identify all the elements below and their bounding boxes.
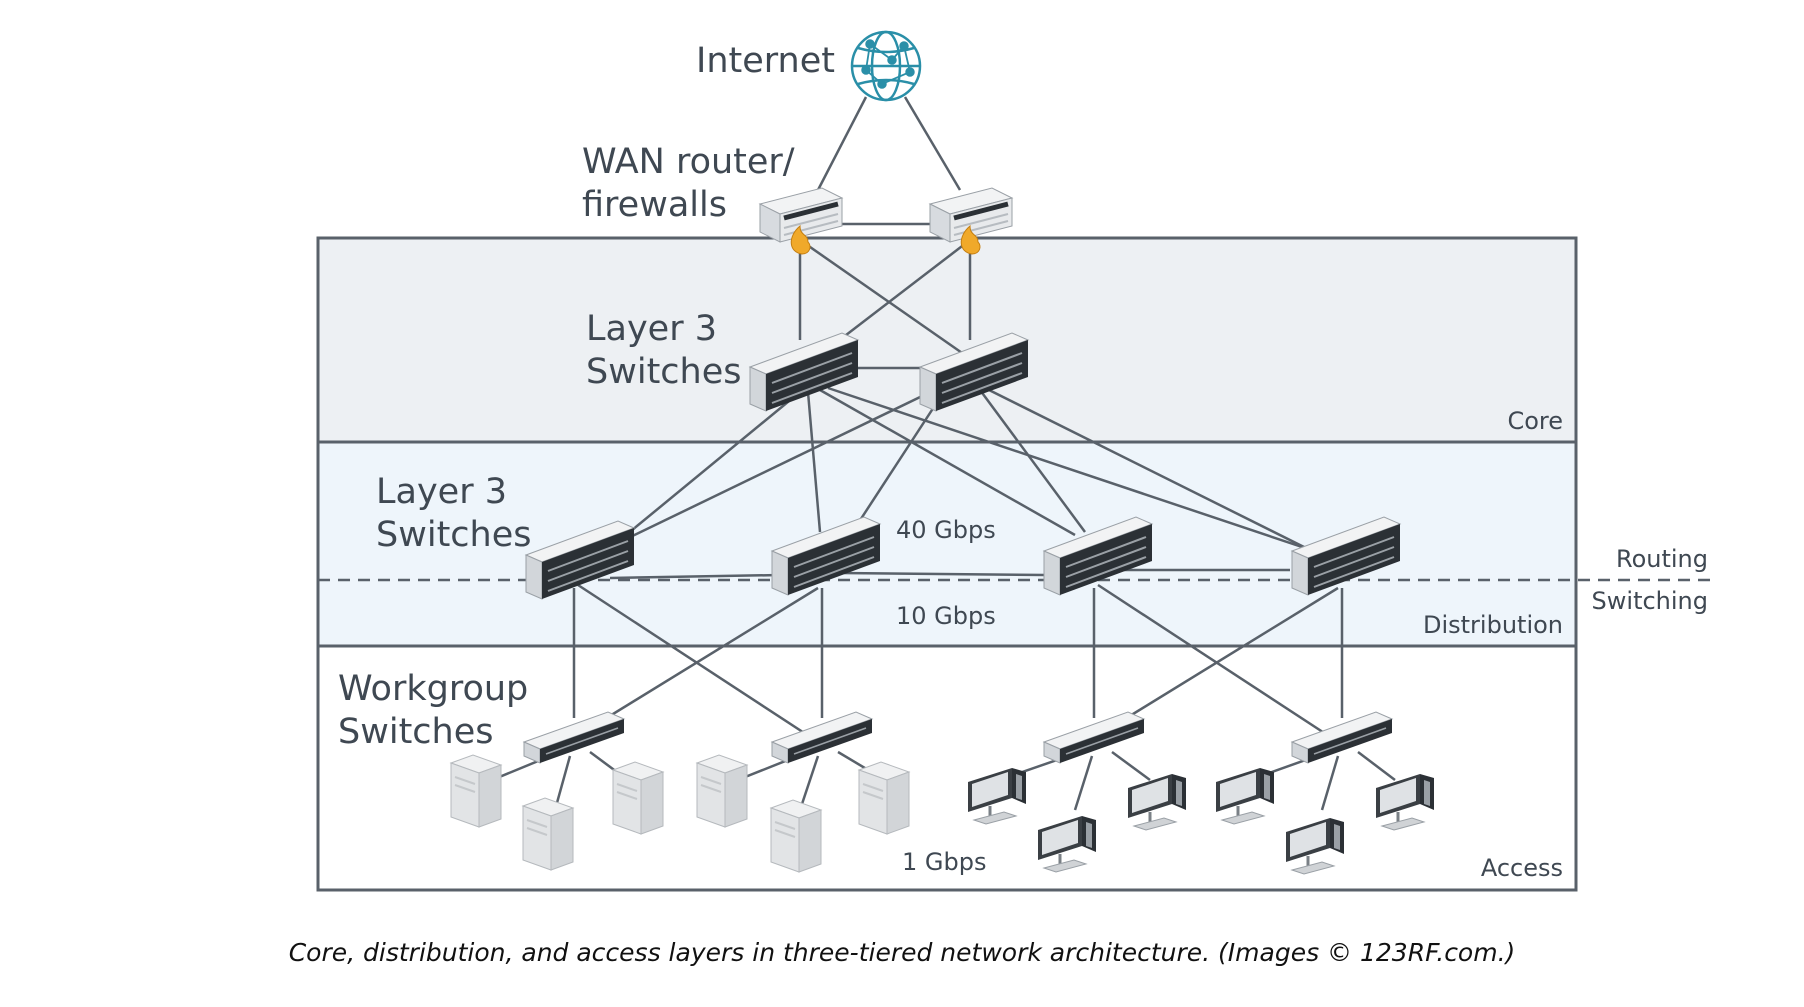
server-tower-icon	[696, 754, 748, 828]
core-switches-label-line1: Layer 3	[586, 309, 717, 349]
workgroup-switches-label-line2: Switches	[338, 712, 493, 752]
server-tower-icon	[770, 799, 822, 873]
routing-label: Routing	[1616, 545, 1708, 573]
core-switches-label-line2: Switches	[586, 352, 741, 392]
internet-label: Internet	[696, 41, 835, 81]
workgroup-switches-label-line1: Workgroup	[338, 669, 528, 709]
server-tower-icon	[612, 761, 664, 835]
figure-caption: Core, distribution, and access layers in…	[288, 938, 1516, 967]
distribution-layer-label: Distribution	[1423, 611, 1563, 639]
speed-10-label: 10 Gbps	[896, 602, 996, 630]
server-tower-icon	[522, 797, 574, 871]
wan-label-line2: firewalls	[582, 185, 727, 225]
server-tower-icon	[858, 761, 910, 835]
switching-label: Switching	[1592, 587, 1708, 615]
wan-label-line1: WAN router/	[582, 142, 795, 182]
links	[479, 96, 1396, 811]
speed-1-label: 1 Gbps	[902, 848, 986, 876]
core-layer-label: Core	[1507, 407, 1563, 435]
server-tower-icon	[450, 754, 502, 828]
access-layer-label: Access	[1481, 854, 1563, 882]
distribution-switches-label-line1: Layer 3	[376, 472, 507, 512]
speed-40-label: 40 Gbps	[896, 516, 996, 544]
core-band	[316, 236, 1578, 444]
globe-icon	[850, 30, 922, 102]
distribution-switches-label-line2: Switches	[376, 515, 531, 555]
